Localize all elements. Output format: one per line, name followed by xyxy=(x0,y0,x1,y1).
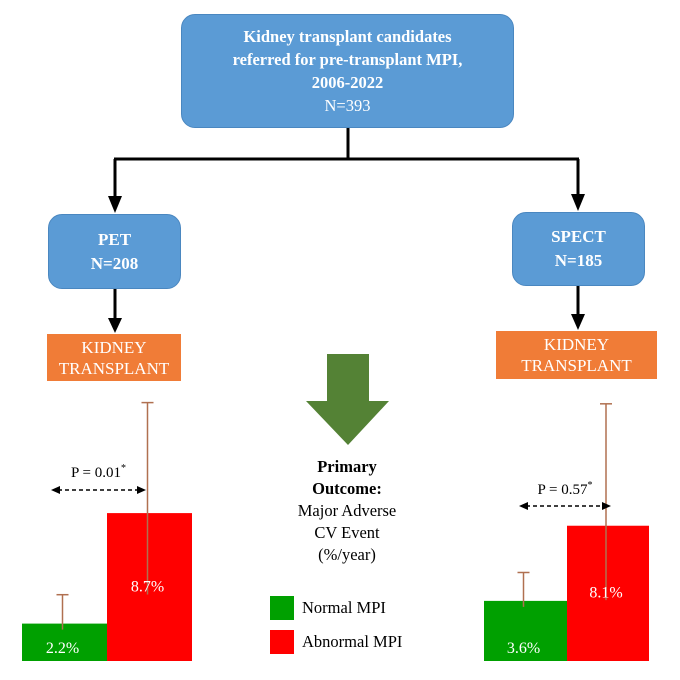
arrowhead-tx-right xyxy=(571,314,585,330)
spect-p-value-mark: * xyxy=(588,480,593,491)
legend-normal-label: Normal MPI xyxy=(302,598,386,617)
spect-p-arrowhead-right xyxy=(602,502,611,510)
pet-count: N=208 xyxy=(90,253,139,273)
pet-label: PET xyxy=(97,229,132,249)
pet-abnormal-value-label: 8.7% xyxy=(131,578,164,595)
outcome-line4: CV Event xyxy=(314,523,380,542)
arrowhead-tx-left xyxy=(108,318,122,333)
spect-box: SPECT N=185 xyxy=(512,212,645,286)
spect-label: SPECT xyxy=(551,227,606,246)
kidney-transplant-pet-line1: KIDNEY xyxy=(81,337,147,357)
legend-abnormal: Abnormal MPI xyxy=(270,630,402,654)
candidates-line1: Kidney transplant candidates xyxy=(243,27,452,46)
candidates-line2: referred for pre-transplant MPI, xyxy=(232,50,463,69)
primary-outcome-text: Primary Outcome: Major Adverse CV Event … xyxy=(262,456,432,566)
pet-normal-value-label: 2.2% xyxy=(46,640,79,657)
legend-abnormal-swatch xyxy=(270,630,294,654)
pet-p-arrowhead-left xyxy=(51,486,60,494)
arrowhead-spect xyxy=(571,194,585,211)
spect-abnormal-bar xyxy=(567,525,649,661)
pet-p-value-mark: * xyxy=(121,463,126,474)
legend-normal: Normal MPI xyxy=(270,596,386,620)
spect-count: N=185 xyxy=(554,251,603,270)
pet-abnormal-bar xyxy=(107,513,192,661)
candidates-box: Kidney transplant candidates referred fo… xyxy=(181,14,514,128)
spect-p-value-label: P = 0.57* xyxy=(538,480,593,498)
kidney-transplant-pet-line2: TRANSPLANT xyxy=(58,358,170,378)
spect-abnormal-value-label: 8.1% xyxy=(589,584,622,601)
pet-p-arrowhead-right xyxy=(137,486,146,494)
kidney-transplant-spect: KIDNEY TRANSPLANT xyxy=(496,331,657,379)
spect-normal-value-label: 3.6% xyxy=(507,640,540,657)
pet-box: PET N=208 xyxy=(48,214,181,289)
outcome-line3: Major Adverse xyxy=(297,501,397,520)
legend-abnormal-label: Abnormal MPI xyxy=(302,632,403,651)
candidates-line3: 2006-2022 xyxy=(311,73,384,92)
legend-normal-swatch xyxy=(270,596,294,620)
arrowhead-pet xyxy=(108,196,122,213)
kidney-transplant-spect-line1: KIDNEY xyxy=(543,335,610,354)
kidney-transplant-pet: KIDNEY TRANSPLANT xyxy=(47,334,181,381)
outcome-line2: Outcome: xyxy=(312,479,382,498)
spect-normal-bar xyxy=(484,600,567,661)
kidney-transplant-spect-line2: TRANSPLANT xyxy=(521,356,632,375)
candidates-count: N=393 xyxy=(324,96,371,115)
spect-p-arrowhead-left xyxy=(519,502,528,510)
pet-p-value-label: P = 0.01* xyxy=(71,463,126,481)
outcome-line5: (%/year) xyxy=(318,545,376,564)
outcome-line1: Primary xyxy=(317,457,377,476)
pet-normal-bar xyxy=(22,623,107,661)
